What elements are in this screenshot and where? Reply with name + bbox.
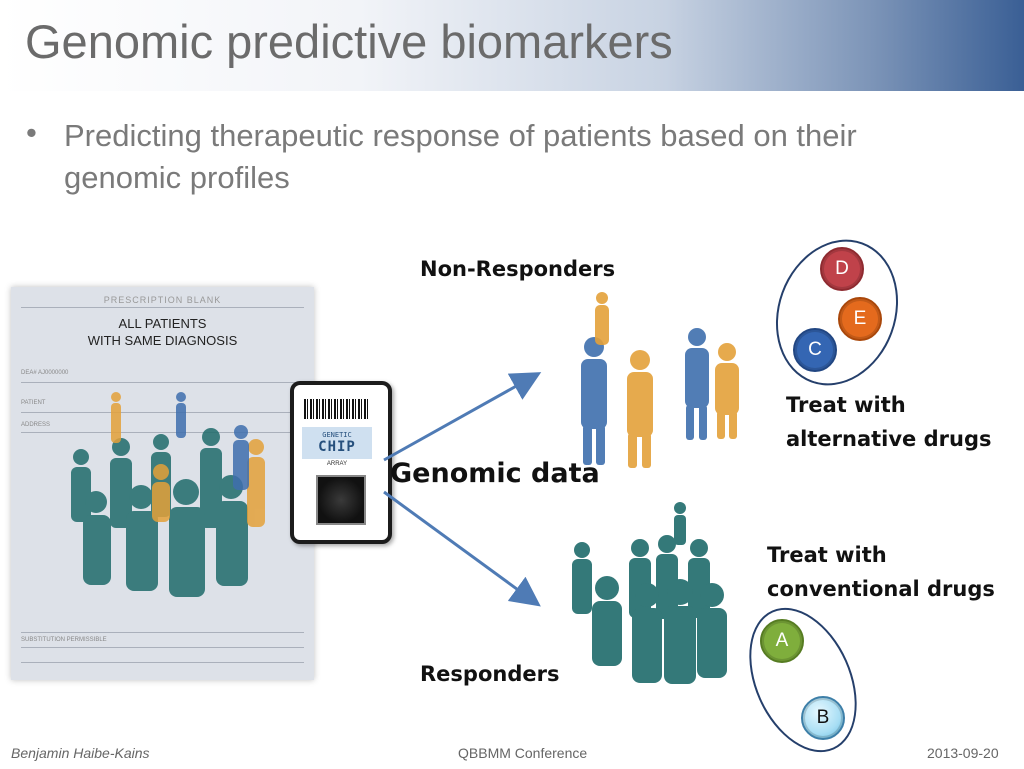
rx-rule	[21, 382, 304, 383]
drug-c-circle: C	[793, 328, 837, 372]
rx-field-text: DEA# AJ0000000	[21, 370, 69, 376]
chip-label-sub: ARRAY	[326, 461, 348, 467]
responders-label: Responders	[420, 662, 560, 686]
drug-b-circle: B	[801, 696, 845, 740]
prescription-header: PRESCRIPTION BLANK	[103, 295, 222, 305]
drug-e-circle: E	[838, 297, 882, 341]
alternative-drugs-line-2: alternative drugs	[786, 427, 992, 451]
rx-field-text: SUBSTITUTION PERMISSIBLE	[21, 637, 107, 643]
bullet-dot: •	[26, 115, 37, 150]
non-responders-group-image	[581, 292, 739, 468]
conventional-drugs-label: Treat with conventional drugs	[767, 538, 995, 606]
footer-author: Benjamin Haibe-Kains	[11, 745, 150, 761]
footer-event: QBBMM Conference	[458, 745, 588, 761]
rx-rule	[21, 432, 304, 433]
prescription-card: PRESCRIPTION BLANK ALL PATIENTS WITH SAM…	[11, 287, 314, 680]
chip-window	[316, 475, 366, 525]
rx-rule	[21, 662, 304, 663]
conventional-drugs-line-1: Treat with	[767, 543, 887, 567]
genomic-data-label: Genomic data	[390, 458, 600, 489]
alternative-drugs-label: Treat with alternative drugs	[786, 388, 991, 456]
drug-a-circle: A	[760, 619, 804, 663]
rx-rule	[21, 632, 304, 633]
rx-rule	[21, 647, 304, 648]
barcode-icon	[304, 399, 370, 419]
drug-d-circle: D	[820, 247, 864, 291]
prescription-line-1: ALL PATIENTS	[118, 316, 207, 331]
conventional-drugs-line-2: conventional drugs	[767, 577, 995, 601]
prescription-title: ALL PATIENTS WITH SAME DIAGNOSIS	[11, 315, 314, 349]
rx-field-text: PATIENT	[21, 400, 46, 406]
rx-rule	[21, 412, 304, 413]
title-bar	[0, 0, 1024, 91]
chip-label-top: GENETIC	[322, 431, 352, 439]
bullet-text: Predicting therapeutic response of patie…	[64, 118, 857, 195]
slide-title: Genomic predictive biomarkers	[25, 15, 673, 68]
footer-date: 2013-09-20	[927, 745, 999, 761]
arrow-to-responders	[383, 490, 541, 607]
rx-field-text: ADDRESS	[21, 422, 51, 428]
genetic-chip-card: GENETIC CHIP ARRAY	[290, 381, 392, 544]
arrow-to-non-responders	[383, 372, 542, 462]
alternative-drugs-line-1: Treat with	[786, 393, 906, 417]
chip-label-main: CHIP	[318, 439, 356, 455]
prescription-line-2: WITH SAME DIAGNOSIS	[87, 333, 238, 348]
responders-group-image	[572, 502, 727, 684]
chip-label: GENETIC CHIP	[302, 427, 372, 459]
patients-crowd-image	[71, 392, 265, 597]
rx-rule	[21, 307, 304, 308]
non-responders-label: Non-Responders	[420, 257, 616, 281]
